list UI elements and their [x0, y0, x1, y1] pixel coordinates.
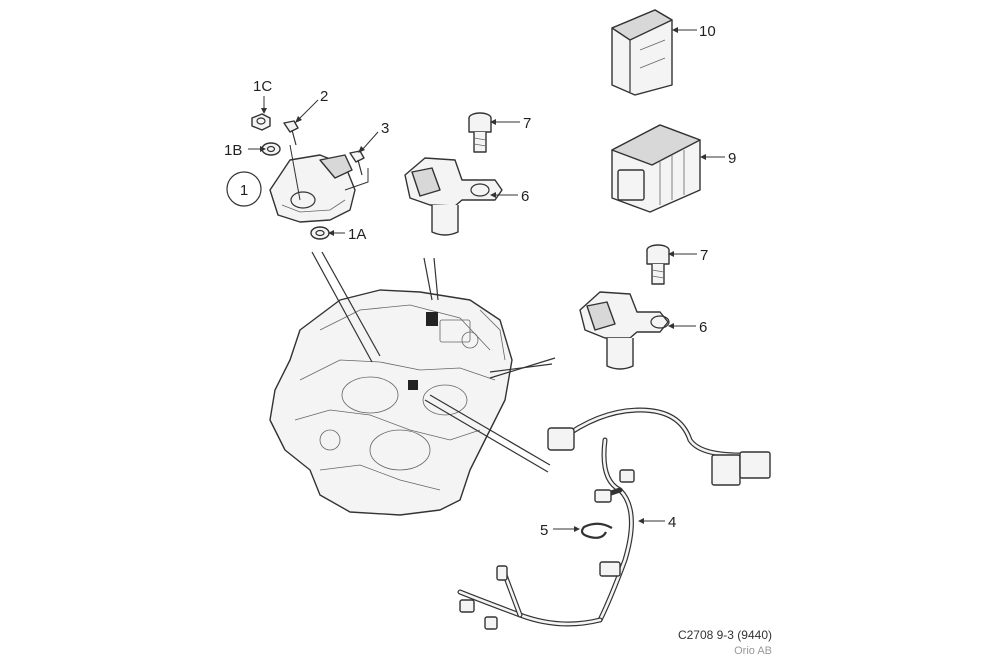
callout-6-upper: 6	[521, 188, 529, 205]
callout-1b: 1B	[224, 142, 242, 159]
callout-1a: 1A	[348, 226, 366, 243]
callout-1: 1	[240, 182, 248, 199]
callout-5: 5	[540, 522, 548, 539]
screw-3	[349, 150, 365, 176]
sensor-mount-mark	[426, 312, 438, 326]
callout-1c: 1C	[253, 78, 272, 95]
control-module-9	[611, 124, 701, 213]
callout-10: 10	[699, 23, 716, 40]
callout-9: 9	[728, 150, 736, 167]
gear-position-sensor	[269, 144, 369, 223]
washer-1b	[261, 142, 281, 156]
callout-7-upper: 7	[523, 115, 531, 132]
nut-1c	[251, 113, 271, 131]
speed-sensor-6-upper	[404, 157, 503, 236]
callout-leaders	[248, 27, 725, 532]
assembly-leaders	[311, 251, 556, 473]
bolt-7-upper	[468, 112, 492, 153]
part-1-callout-circle	[226, 171, 262, 207]
callout-7-lower: 7	[700, 247, 708, 264]
callout-2: 2	[320, 88, 328, 105]
bolt-7-lower	[646, 244, 670, 285]
callout-6-lower: 6	[699, 319, 707, 336]
gearbox-housing	[269, 289, 513, 516]
clip-5	[580, 522, 613, 539]
seal-1a	[310, 226, 330, 240]
wiring-harness-4	[457, 407, 771, 630]
connector-cover-10	[611, 9, 673, 96]
copyright-owner: Orio AB	[734, 645, 772, 657]
sensor-mount-mark-2	[408, 380, 418, 390]
callout-3: 3	[381, 120, 389, 137]
screw-2	[283, 120, 299, 146]
callout-4: 4	[668, 514, 676, 531]
diagram-reference: C2708 9-3 (9440)	[677, 628, 772, 642]
speed-sensor-6-lower	[579, 291, 670, 370]
